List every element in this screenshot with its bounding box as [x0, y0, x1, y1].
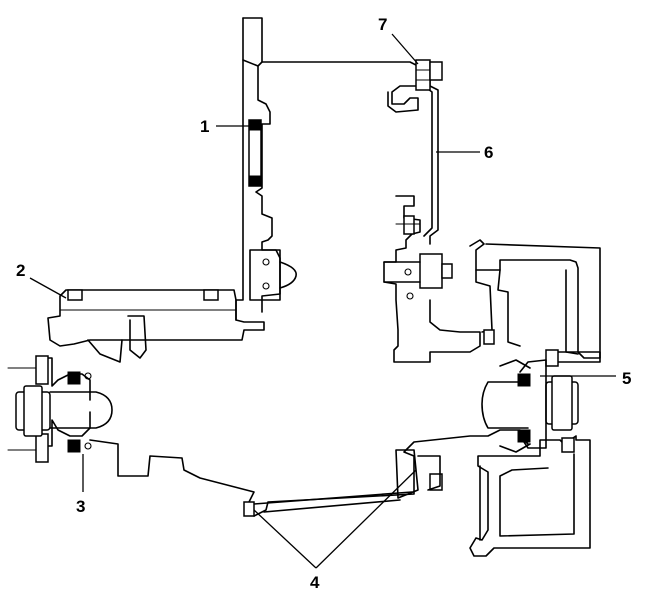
right-lower-housing	[469, 435, 591, 557]
callout-2: 2	[16, 261, 25, 280]
lower-housing	[89, 429, 529, 517]
housing-boss	[249, 249, 297, 301]
right-side-housing	[469, 239, 601, 367]
leader-lines	[29, 33, 616, 569]
left-housing-arm	[47, 289, 265, 363]
cover-plate	[415, 59, 443, 245]
upper-housing-wall	[235, 17, 419, 321]
callout-1: 1	[200, 117, 209, 136]
leader-2	[29, 277, 67, 299]
right-axle-flange	[481, 359, 579, 453]
left-axle-flange	[7, 355, 113, 463]
callout-labels: 1 2 3 4 5 6 7	[16, 15, 631, 592]
leader-4a	[253, 509, 317, 569]
callout-7: 7	[378, 15, 387, 34]
leader-7	[391, 33, 419, 65]
callout-6: 6	[484, 143, 493, 162]
right-bearing-carrier	[383, 195, 481, 363]
callout-5: 5	[622, 369, 631, 388]
callout-4: 4	[310, 573, 320, 592]
leader-4b	[315, 469, 417, 569]
callout-3: 3	[76, 497, 85, 516]
